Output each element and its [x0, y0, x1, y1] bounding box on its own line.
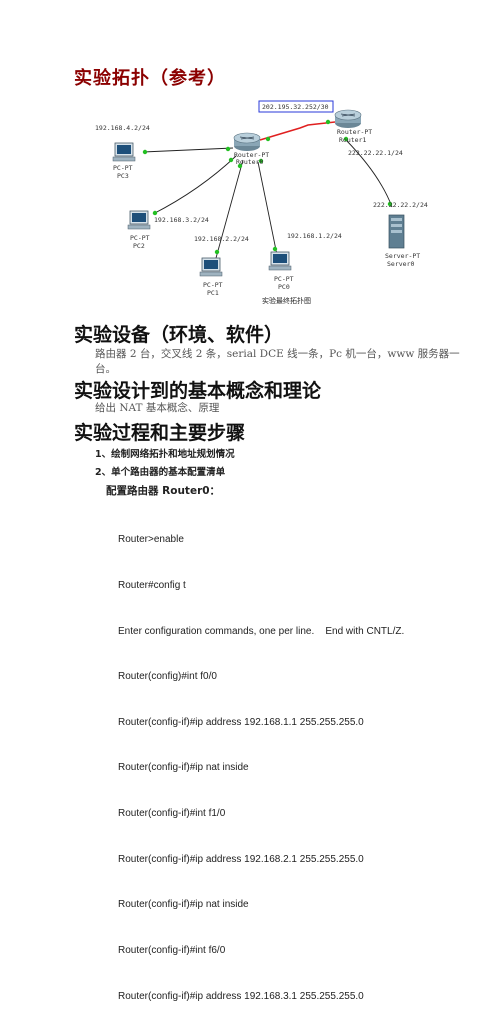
config-line: Router(config-if)#int f6/0	[118, 944, 226, 956]
pc1-type-label: PC-PT	[203, 281, 223, 289]
page-title: 实验拓扑（参考）	[74, 68, 226, 89]
router0-type-label: Router-PT	[234, 151, 269, 159]
concepts-text: 给出 NAT 基本概念、原理	[95, 402, 220, 414]
pc2-ip-label: 192.168.3.2/24	[154, 216, 209, 224]
router1-icon[interactable]	[334, 109, 362, 128]
pc2-name-label: PC2	[133, 242, 145, 250]
pc3-type-label: PC-PT	[113, 164, 133, 172]
pc0-icon[interactable]	[268, 251, 292, 271]
concepts-heading: 实验设计到的基本概念和理论	[74, 380, 322, 402]
pc1-name-label: PC1	[207, 289, 219, 297]
link-router0-pc0	[257, 161, 278, 256]
link-router0-router1-serial	[259, 121, 336, 141]
equipment-text-line2: 台。	[95, 363, 116, 375]
link-router1-server0	[345, 139, 393, 208]
pc3-name-label: PC3	[117, 172, 129, 180]
link-router0-pc2	[152, 155, 237, 215]
server0-name-label: Server0	[387, 260, 414, 268]
config-listing: Router>enable Router#config t Enter conf…	[118, 502, 404, 1019]
server0-icon[interactable]	[388, 214, 405, 249]
pc1-ip-label: 192.168.2.2/24	[194, 235, 249, 243]
network-topology-diagram: Router-PT Router0 Router-PT Router1 202.…	[95, 100, 428, 305]
config-line: Router(config-if)#ip nat inside	[118, 899, 249, 911]
equipment-text-line1: 路由器 2 台，交叉线 2 条，serial DCE 线一条，Pc 机一台，ww…	[95, 348, 460, 360]
pc1-icon[interactable]	[199, 257, 223, 277]
config-line: Router(config-if)#ip nat inside	[118, 762, 249, 774]
router0-icon[interactable]	[233, 132, 261, 151]
serial-net-box	[258, 100, 334, 113]
links	[142, 121, 393, 259]
topology-caption: 实验最终拓扑图	[262, 296, 311, 305]
step-2: 2、单个路由器的基本配置清单	[95, 467, 226, 478]
server0-ip-label: 222.22.22.2/24	[373, 201, 428, 209]
config-line: Router(config-if)#ip address 192.168.1.1…	[118, 716, 364, 728]
equipment-heading: 实验设备（环境、软件）	[74, 324, 284, 346]
serial-net-label: 202.195.32.252/30	[262, 103, 329, 111]
pc3-ip-label: 192.168.4.2/24	[95, 124, 150, 132]
pc0-ip-label: 192.168.1.2/24	[287, 232, 342, 240]
server0-type-label: Server-PT	[385, 252, 420, 260]
config-heading: 配置路由器 Router0：	[106, 485, 221, 497]
pc3-icon[interactable]	[112, 142, 136, 162]
config-line: Router(config-if)#ip address 192.168.3.1…	[118, 990, 364, 1002]
config-line: Router>enable	[118, 534, 184, 546]
link-dots	[142, 119, 393, 255]
process-heading: 实验过程和主要步骤	[74, 422, 246, 444]
router1-type-label: Router-PT	[337, 128, 372, 136]
config-line: Router(config-if)#int f1/0	[118, 808, 226, 820]
router1-name-label: Router1	[339, 136, 366, 144]
step-1: 1、绘制网络拓扑和地址规划情况	[95, 449, 235, 460]
config-line: Router(config-if)#ip address 192.168.2.1…	[118, 853, 364, 865]
pc2-type-label: PC-PT	[130, 234, 150, 242]
link-router0-pc3	[142, 147, 234, 153]
config-line: Enter configuration commands, one per li…	[118, 625, 405, 637]
config-line: Router#config t	[118, 580, 186, 592]
pc0-type-label: PC-PT	[274, 275, 294, 283]
pc2-icon[interactable]	[127, 210, 151, 230]
pc0-name-label: PC0	[278, 283, 290, 291]
config-line: Router(config)#int f0/0	[118, 671, 217, 683]
router1-ip-label: 222.22.22.1/24	[348, 149, 403, 157]
link-router0-pc1	[215, 159, 244, 259]
router0-name-label: Router0	[236, 158, 263, 166]
